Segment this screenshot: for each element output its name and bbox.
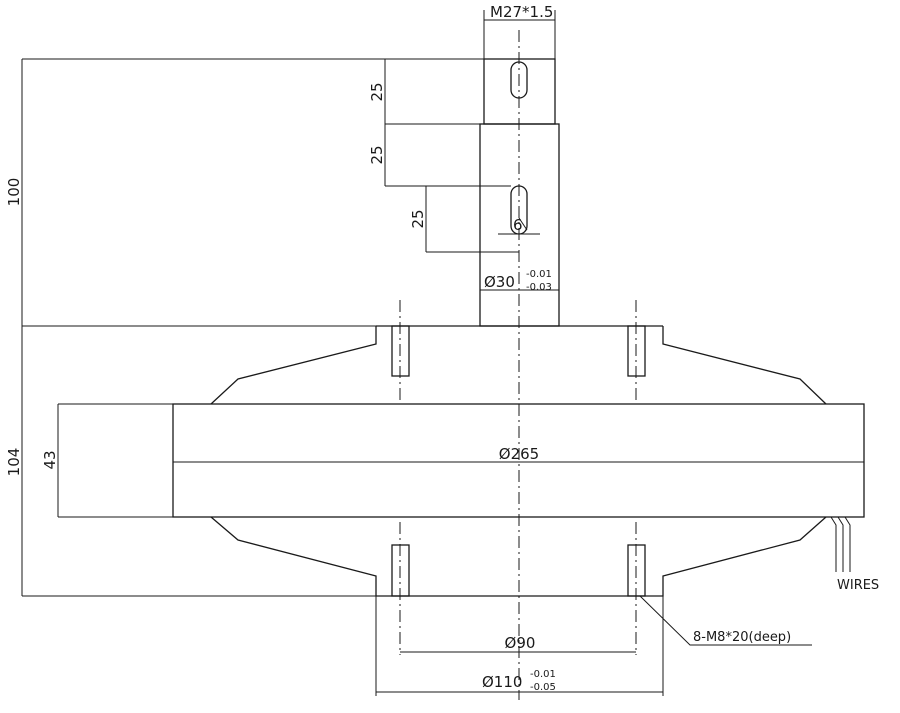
key-length-label-1: 25 [368,82,386,101]
labels: M27*1.5 25 25 25 6 100 104 43 Ø265 Ø90 Ø… [5,3,879,693]
upper-housing-left [210,326,377,405]
dimensions [21,58,864,696]
overall-lower-label: 104 [5,448,23,477]
shaft-tol-upper: -0.01 [526,269,552,280]
key-length-label-2: 25 [368,145,386,164]
thread-label: M27*1.5 [490,3,553,21]
overall-upper-label: 100 [5,178,23,207]
holes-note-label: 8-M8*20(deep) [693,630,791,645]
shaft-diameter-label: Ø30 [484,273,515,291]
upper-housing-right [662,326,827,405]
wire-1 [830,516,837,572]
key-width-label: 6 [513,216,523,234]
wire-2 [837,516,844,572]
flange-tol-upper: -0.01 [530,669,556,680]
flange-tol-lower: -0.05 [530,682,556,693]
holes-note-leader [639,595,812,646]
shaft-tol-lower: -0.03 [526,282,552,293]
hub-height-label: 43 [41,450,59,469]
wire-3 [844,516,851,572]
keyway-width-leader [518,217,528,231]
motor-body [172,30,865,700]
flange-diameter-label: Ø110 [482,673,522,691]
key-length-label-3: 25 [409,209,427,228]
outer-diameter-label: Ø265 [499,445,539,463]
wires-label: WIRES [837,578,879,593]
bolt-circle-label: Ø90 [505,634,536,652]
